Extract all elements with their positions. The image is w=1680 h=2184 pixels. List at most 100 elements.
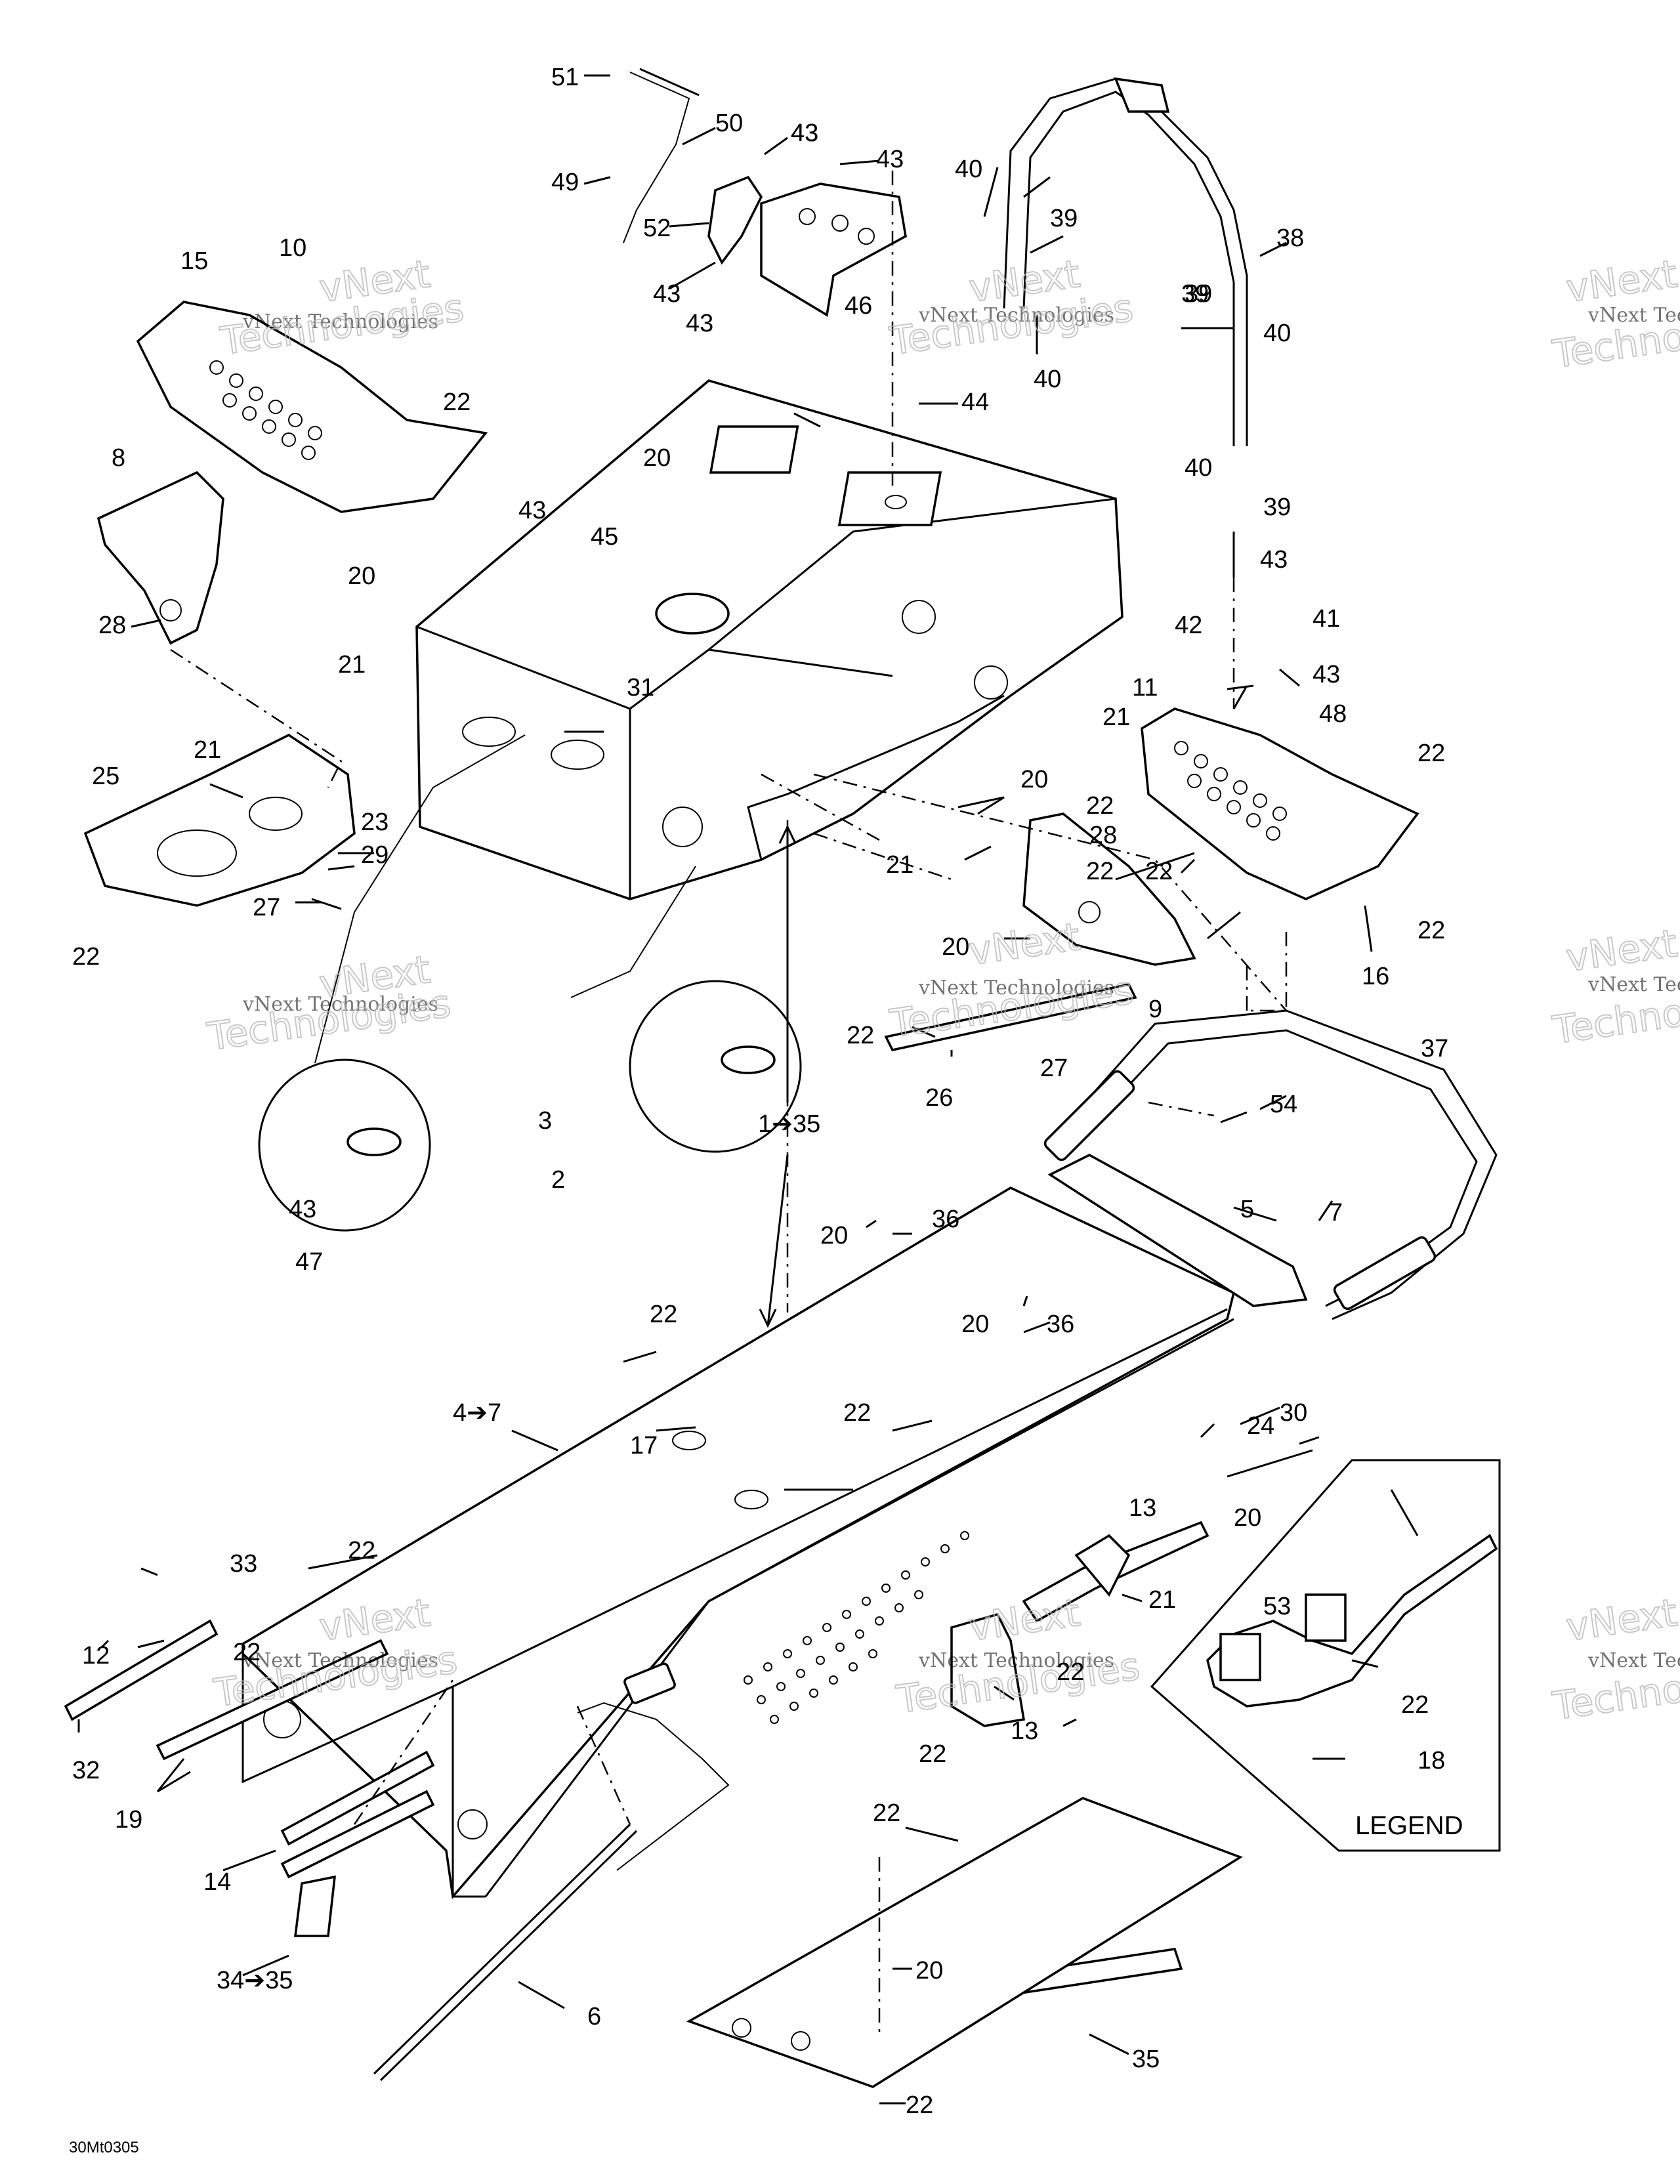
callout-label: 20 [915,1957,943,1984]
support-bar-26 [884,983,1137,1051]
bracket-13 [1022,1521,1209,1623]
callout-label: 35 [1132,2046,1160,2073]
callout-label: 22 [1418,740,1445,767]
callout-label: 21 [1148,1586,1176,1614]
callout-label: 26 [925,1084,953,1112]
callout-label: 13 [1129,1494,1156,1522]
callout-label: 21 [886,851,914,879]
callout-label: 32 [72,1757,100,1784]
callout-label: 38 [1276,224,1304,252]
callout-label: 4➔7 [453,1399,501,1427]
callout-label: 20 [1020,766,1048,793]
legend-box [1150,1459,1501,1852]
svg-text:vNext: vNext [1563,1590,1679,1650]
callout-label: 21 [338,651,366,679]
tunnel-perforations [744,1531,969,1724]
callout-label: 39 [1050,205,1078,232]
callout-label: 22 [1086,858,1114,885]
svg-text:vNext Technologies: vNext Technologies [1587,973,1680,996]
svg-text:vNext Technologies: vNext Technologies [918,1649,1114,1672]
callout-label: 49 [551,169,579,196]
callout-label: 22 [843,1399,871,1427]
callout-label: 15 [180,247,208,275]
callout-label: 43 [791,119,818,147]
callout-label: 37 [1421,1035,1448,1062]
callout-label: 40 [1034,366,1061,393]
callout-label: 12 [82,1642,110,1670]
callout-label: 20 [820,1222,848,1250]
callout-label: 22 [443,388,471,416]
callout-label: 36 [1047,1311,1074,1338]
detail-circle-3-part [721,1045,776,1074]
left-footrest [136,301,488,513]
callout-label: 44 [961,388,989,416]
callout-label: 43 [1260,546,1288,574]
callout-label: 20 [961,1311,989,1338]
callout-label: 46 [845,292,872,320]
callout-label: 43 [289,1196,316,1223]
callout-label: 43 [876,146,904,173]
callout-label: 18 [1418,1747,1445,1774]
plate-5 [1047,1154,1308,1307]
callout-label: 21 [1102,704,1130,731]
svg-text:vNext Technologies: vNext Technologies [1587,1649,1680,1672]
callout-label: 22 [847,1022,874,1049]
callout-label: 13 [1011,1717,1038,1745]
callout-label: 8 [112,444,125,472]
detail-circle-3 [629,980,802,1153]
callout-labels: 5150494343524346434340393839394040403915… [72,64,1448,2119]
callout-label: 40 [1263,320,1291,347]
callout-label: 5 [1240,1196,1254,1223]
legend-label: LEGEND [1355,1811,1463,1840]
svg-text:vNext Technologies: vNext Technologies [918,304,1114,327]
right-footrest [1141,707,1419,900]
callout-label: 22 [1145,858,1173,885]
callout-label: 6 [587,2003,601,2030]
drawing-code: 30Mt0305 [69,2139,139,2156]
callout-label: 22 [348,1537,375,1564]
callout-label: 22 [919,1740,946,1768]
callout-label: 14 [203,1868,231,1896]
callout-label: 29 [361,841,388,869]
callout-label: 52 [643,215,671,242]
callout-label: 43 [1312,661,1340,688]
callout-label: 22 [72,943,100,971]
left-bracket-8 [96,471,224,645]
callout-label: 43 [686,310,713,337]
callout-label: 53 [1263,1593,1291,1620]
callout-label: 50 [715,110,743,137]
svg-text:vNext Technologies: vNext Technologies [242,310,438,333]
callout-label: 39 [1185,280,1212,308]
front-frame [415,379,1124,900]
callout-label: 34➔35 [217,1967,293,1994]
callout-label: 40 [955,156,982,183]
callout-label: 27 [1040,1055,1068,1082]
callout-label: 3 [538,1107,552,1135]
svg-text:vNext: vNext [966,1590,1082,1650]
svg-text:vNext Technologies: vNext Technologies [1587,304,1680,327]
callout-label: 22 [906,2091,933,2119]
callout-label: 30 [1280,1399,1307,1427]
callout-label: 39 [1263,494,1291,521]
left-footrest-holes [209,360,322,460]
svg-text:vNext: vNext [1563,251,1679,311]
callout-label: 9 [1148,996,1162,1023]
callout-label: 43 [518,497,546,524]
right-footrest-holes [1174,741,1287,841]
parts-drawing [64,68,1501,2105]
right-bracket-9 [1022,812,1196,966]
callout-label: 22 [1401,1691,1429,1719]
svg-text:vNext Technologies: vNext Technologies [242,1649,438,1672]
callout-label: 28 [1089,822,1117,849]
callout-label: 47 [295,1248,323,1276]
svg-text:vNext Technologies: vNext Technologies [242,993,438,1016]
callout-label: 51 [551,64,579,91]
callout-label: 20 [1234,1504,1261,1532]
callout-label: 42 [1175,612,1202,639]
leader-lines [77,74,1419,2105]
callout-label: 45 [591,523,618,551]
callout-label: 22 [1418,917,1445,944]
callout-label: 22 [873,1799,900,1827]
tunnel-assembly [242,1186,1236,1900]
callout-label: 48 [1319,700,1347,728]
